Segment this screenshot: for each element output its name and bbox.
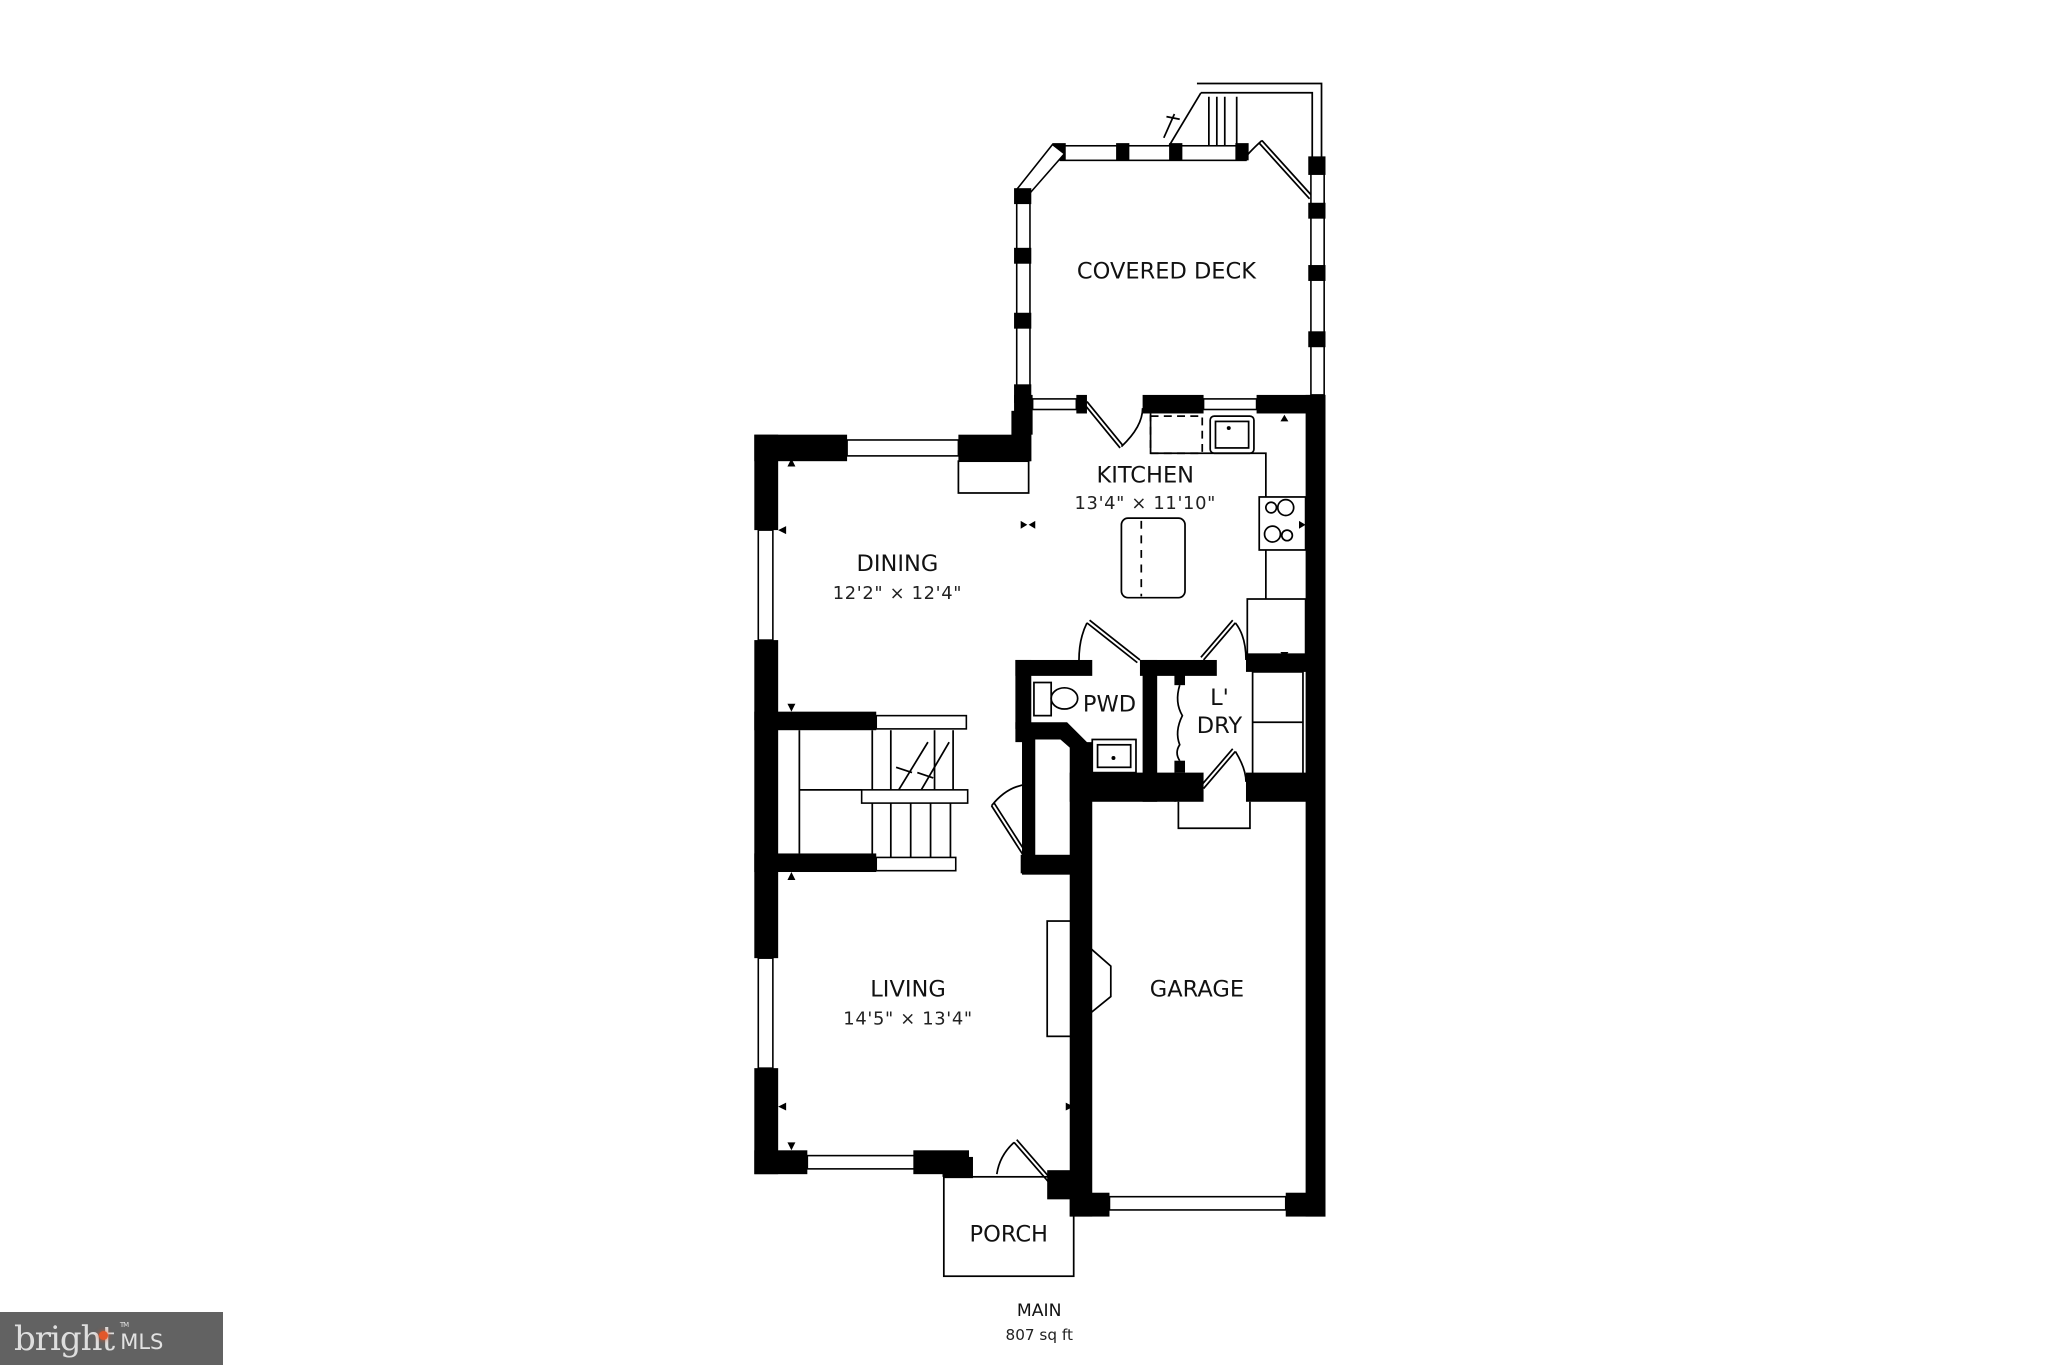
deck-stairs bbox=[1163, 82, 1323, 162]
brand-logo-text: bright TM bbox=[14, 1318, 129, 1359]
kitchen-island bbox=[1120, 517, 1186, 599]
stove-icon bbox=[1258, 496, 1307, 551]
kitchen-area: KITCHEN 13'4" × 11'10" bbox=[1020, 401, 1307, 659]
powder-room-label: PWD bbox=[1083, 692, 1136, 718]
porch-area: PORCH bbox=[942, 1175, 1075, 1278]
fireplace-icon bbox=[1070, 946, 1112, 1015]
spark-icon bbox=[99, 1330, 109, 1340]
powder-laundry-area: PWD L' DRY bbox=[990, 619, 1309, 875]
living-area: LIVING 14'5" × 13'4" bbox=[778, 920, 1112, 1185]
living-dimensions: 14'5" × 13'4" bbox=[843, 1008, 972, 1029]
sink-icon bbox=[1209, 415, 1255, 455]
bright-mls-watermark: bright TM MLS bbox=[0, 1312, 223, 1365]
covered-deck-label: COVERED DECK bbox=[1077, 258, 1257, 284]
brand-suffix: MLS bbox=[120, 1329, 164, 1354]
living-label: LIVING bbox=[870, 977, 946, 1003]
garage-area: GARAGE bbox=[1150, 977, 1244, 1003]
garage-label: GARAGE bbox=[1150, 977, 1244, 1003]
kitchen-dimensions: 13'4" × 11'10" bbox=[1075, 493, 1217, 514]
laundry-label-line1: L' bbox=[1210, 685, 1229, 711]
trademark-mark: TM bbox=[119, 1320, 129, 1329]
laundry-label-line2: DRY bbox=[1197, 713, 1243, 739]
floor-area: 807 sq ft bbox=[1006, 1326, 1073, 1344]
dining-area: DINING 12'2" × 12'4" bbox=[778, 458, 962, 712]
exterior-walls bbox=[754, 394, 1326, 1217]
dining-label: DINING bbox=[857, 551, 939, 577]
porch-label: PORCH bbox=[970, 1222, 1048, 1248]
brand-name: bright bbox=[14, 1318, 115, 1359]
kitchen-label: KITCHEN bbox=[1096, 462, 1194, 488]
interior-stairs bbox=[754, 711, 969, 880]
dining-dimensions: 12'2" × 12'4" bbox=[833, 583, 962, 604]
covered-deck-area: COVERED DECK bbox=[1014, 82, 1326, 403]
floor-name: MAIN bbox=[1017, 1301, 1062, 1321]
